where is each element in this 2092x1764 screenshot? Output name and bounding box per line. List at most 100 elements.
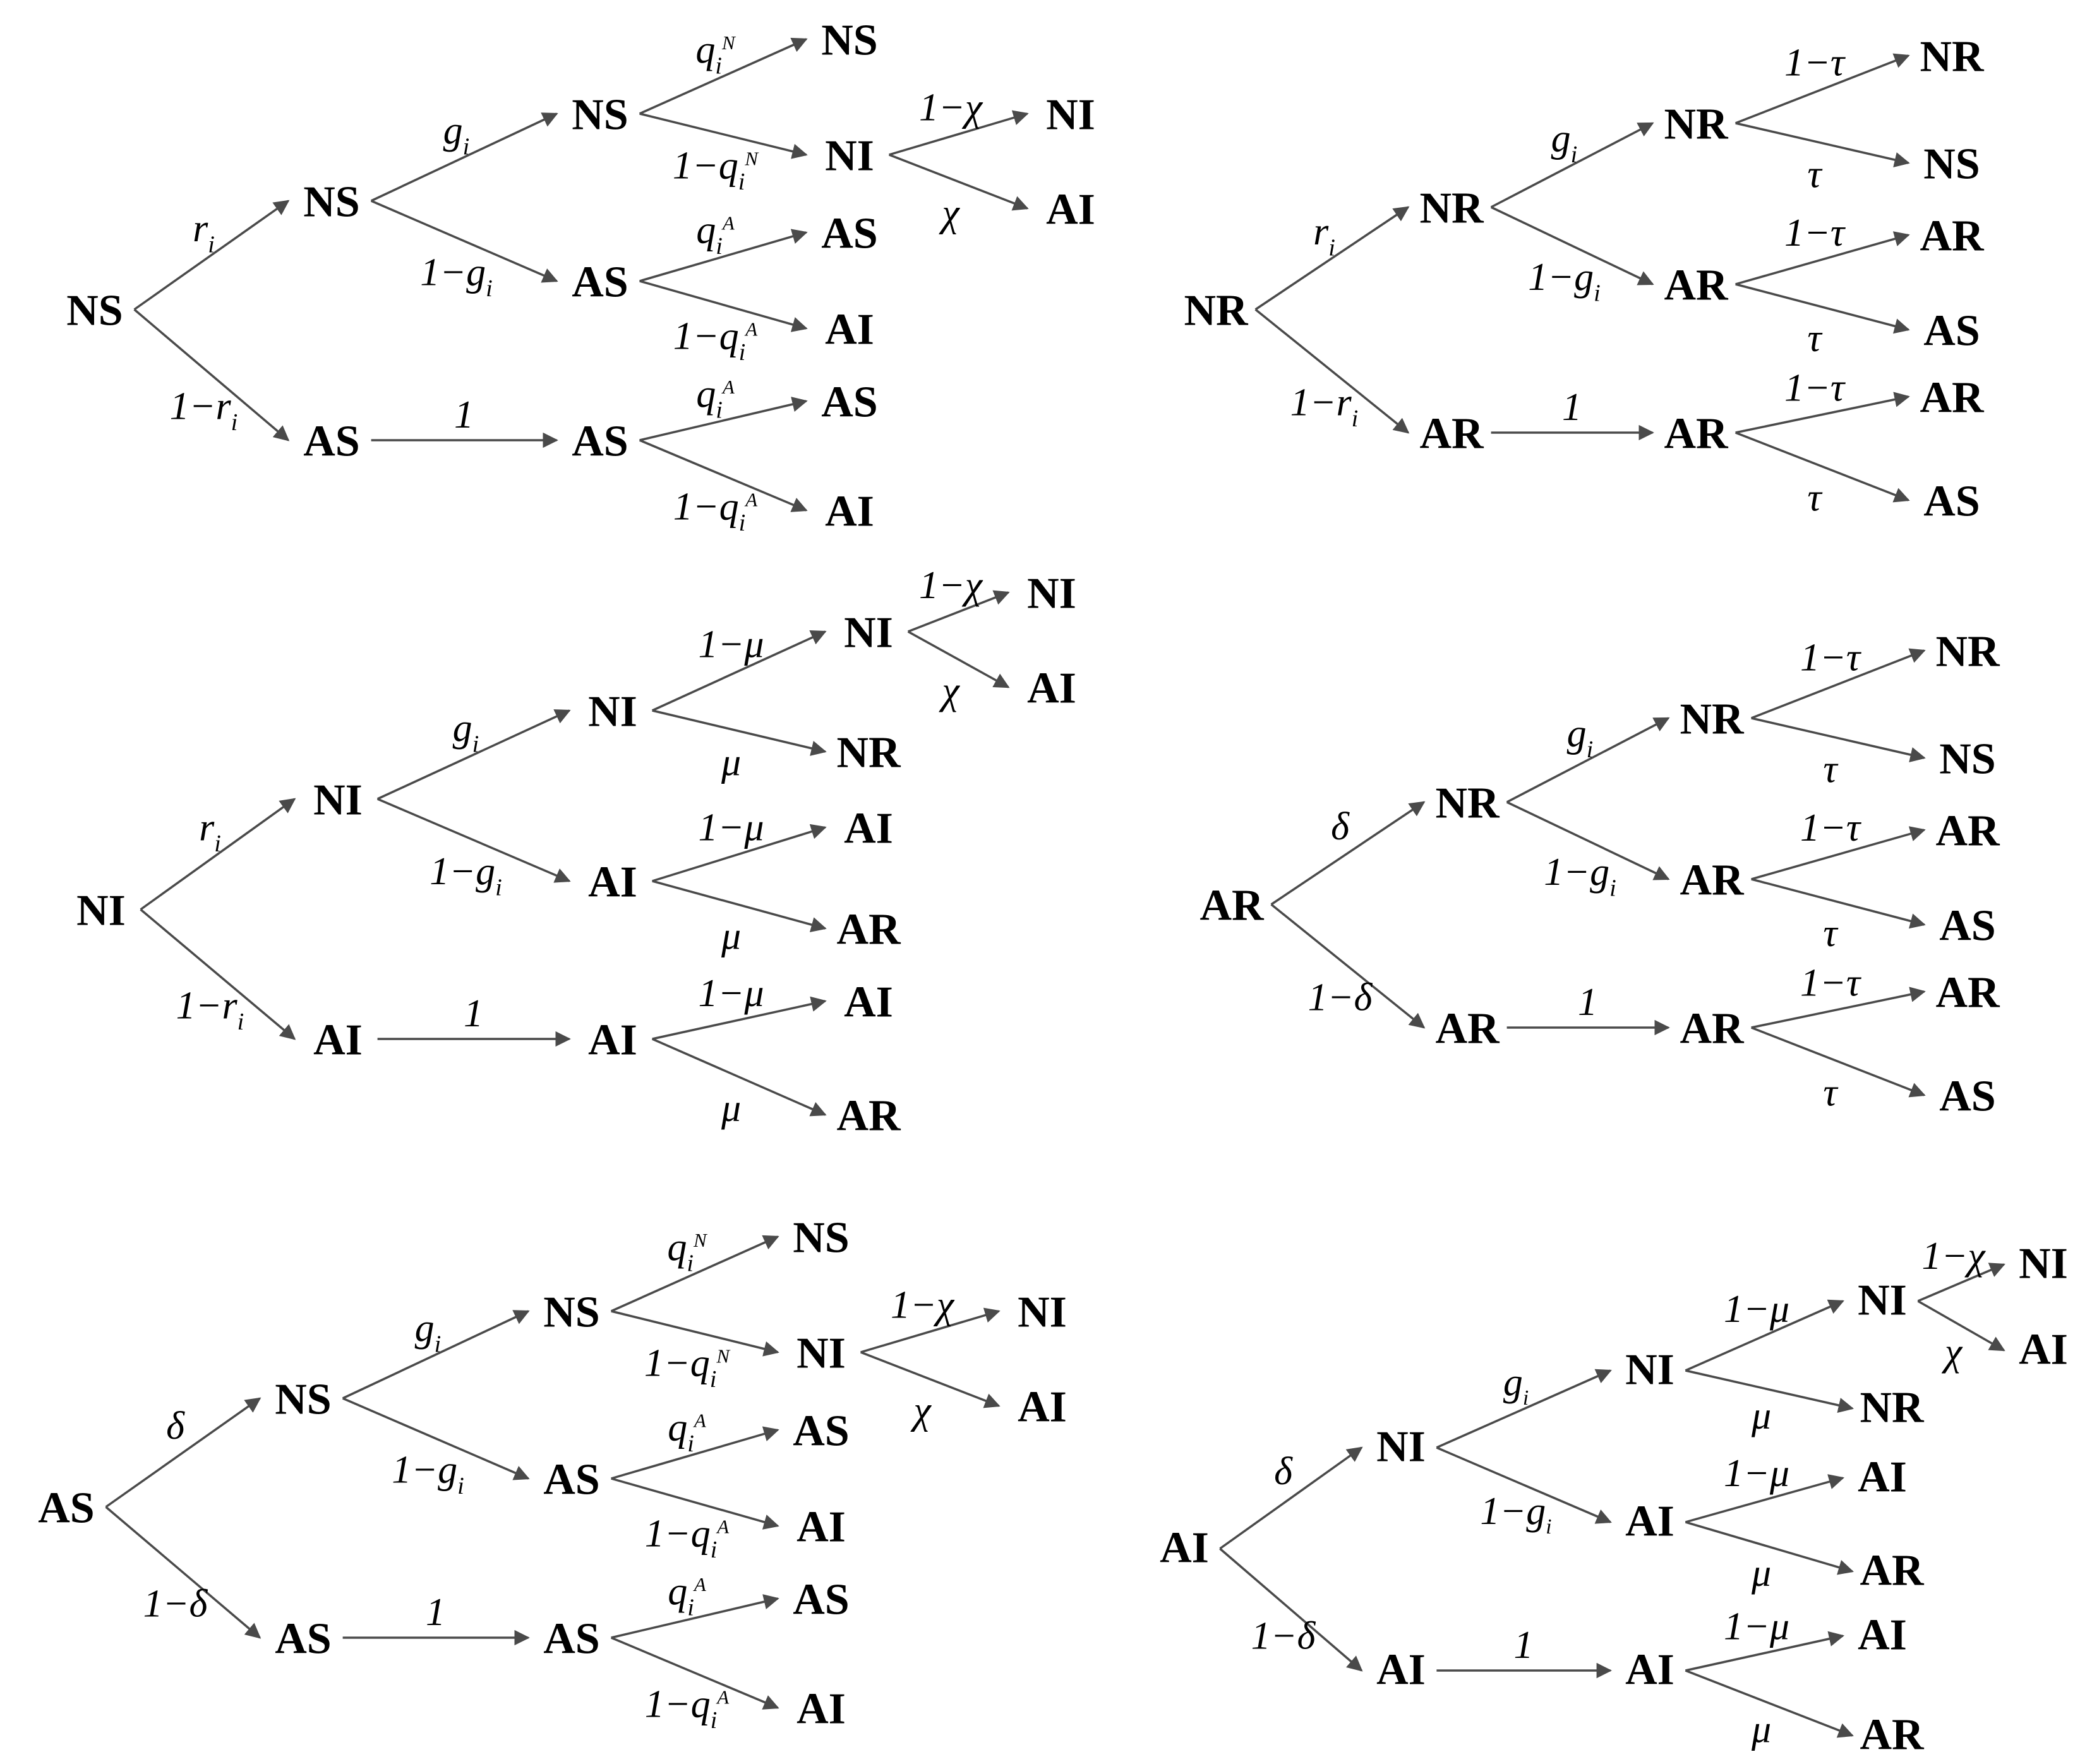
tree-6-node-4: AI <box>1625 1497 1674 1546</box>
tree-6-node-12: NI <box>2019 1240 2068 1288</box>
edges-layer <box>105 37 2005 1738</box>
tree-2-edge-7 <box>1735 231 1910 285</box>
tree-2-node-0: NR <box>1184 287 1249 335</box>
tree-2-edge-6-label: τ <box>1807 153 1823 196</box>
tree-3-edge-4-label: 1 <box>464 992 483 1035</box>
tree-1-node-5: AS <box>572 417 628 466</box>
tree-5-edge-6-label: 1−qiN <box>644 1342 731 1393</box>
tree-5-edge-11-label: 1−χ <box>891 1284 955 1327</box>
tree-6-edge-5-label: 1−μ <box>1724 1288 1789 1331</box>
tree-4-edge-8-label: τ <box>1823 912 1839 955</box>
tree-1-edge-8 <box>639 280 808 332</box>
tree-4-node-0: AR <box>1199 882 1265 930</box>
tree-1-node-9: AI <box>825 306 874 354</box>
tree-3-node-12: NI <box>1027 570 1076 618</box>
tree-3-node-11: AR <box>836 1092 901 1141</box>
tree-1-node-1: NS <box>303 178 359 227</box>
labels-layer: ri1−rigi1−gi1qiN1−qiNqiA1−qiAqiA1−qiA1−χ… <box>143 28 1987 1751</box>
tree-1-node-10: AS <box>821 378 877 427</box>
tree-6-edge-11-label: 1−χ <box>1921 1235 1986 1278</box>
tree-4-node-3: NR <box>1680 695 1745 744</box>
tree-6-node-6: NI <box>1858 1276 1907 1325</box>
tree-2-node-5: AR <box>1664 410 1729 459</box>
tree-2-node-2: AR <box>1419 410 1484 459</box>
tree-2-edge-3 <box>1490 206 1654 285</box>
tree-3-edge-5-label: 1−μ <box>699 623 764 666</box>
tree-4-edge-0-label: δ <box>1331 805 1350 848</box>
tree-3-edge-12-label: χ <box>939 669 960 712</box>
tree-5-edge-0-label: δ <box>166 1405 185 1448</box>
tree-6-edge-8-label: μ <box>1751 1552 1771 1595</box>
tree-1-edge-7-label: qiA <box>696 209 735 260</box>
tree-3-edge-2-label: gi <box>453 707 479 757</box>
tree-2-edge-8-label: τ <box>1807 317 1823 360</box>
tree-5-edge-8-label: 1−qiA <box>645 1513 730 1563</box>
tree-2-edge-5-label: 1−τ <box>1784 42 1846 85</box>
tree-4-node-5: AR <box>1680 1005 1745 1053</box>
tree-4-edge-7 <box>1751 826 1926 880</box>
tree-2-node-10: AR <box>1920 374 1985 423</box>
tree-4-edge-6-label: τ <box>1823 748 1839 791</box>
tree-5-edge-5-label: qiN <box>667 1226 708 1276</box>
tree-5-edge-5 <box>610 1235 779 1312</box>
tree-6-edge-2 <box>1436 1369 1612 1449</box>
tree-1-node-8: AS <box>821 210 877 258</box>
tree-5-edge-2 <box>342 1310 530 1400</box>
tree-6-edge-8 <box>1685 1521 1854 1575</box>
tree-5-edge-4-label: 1 <box>426 1591 445 1634</box>
tree-6-node-2: AI <box>1376 1646 1426 1695</box>
tree-3-edge-11 <box>907 590 1010 633</box>
tree-4-edge-10 <box>1750 1026 1926 1098</box>
tree-4-edge-4-label: 1 <box>1578 981 1597 1024</box>
tree-3-edge-8-label: μ <box>721 915 741 958</box>
tree-4-edge-3-label: 1−gi <box>1544 851 1616 901</box>
tree-5-edge-6 <box>611 1310 779 1357</box>
tree-1-node-12: NI <box>1046 91 1095 140</box>
tree-2-edge-1-label: 1−ri <box>1290 381 1359 432</box>
tree-4-node-8: AR <box>1935 807 2000 856</box>
tree-1-edge-0 <box>133 200 290 311</box>
tree-2-edge-10-label: τ <box>1807 477 1823 520</box>
tree-4-edge-1-label: 1−δ <box>1308 976 1373 1019</box>
tree-6-node-3: NI <box>1625 1346 1674 1395</box>
tree-6-edge-9 <box>1685 1631 1845 1672</box>
tree-3-edge-3 <box>376 798 571 883</box>
tree-1-node-3: NS <box>572 91 628 140</box>
tree-2-node-6: NR <box>1920 33 1985 81</box>
tree-1-edge-12 <box>888 153 1029 211</box>
tree-5-node-8: AS <box>793 1407 849 1456</box>
tree-3-node-4: AI <box>588 858 637 907</box>
tree-4-edge-7-label: 1−τ <box>1800 807 1862 849</box>
tree-6-node-8: AI <box>1858 1453 1907 1502</box>
tree-4-edge-8 <box>1751 878 1926 929</box>
tree-5-edge-1 <box>105 1506 262 1639</box>
tree-4-node-6: NR <box>1935 628 2000 676</box>
tree-5-edge-10-label: 1−qiA <box>645 1683 730 1734</box>
tree-4-edge-10-label: τ <box>1823 1072 1839 1115</box>
tree-1-edge-5 <box>639 37 808 115</box>
tree-6-node-0: AI <box>1160 1524 1209 1573</box>
tree-2-node-8: AR <box>1920 212 1985 261</box>
tree-3-edge-2 <box>376 709 571 800</box>
tree-4-edge-2-label: gi <box>1567 712 1594 763</box>
tree-2-node-9: AS <box>1923 307 1980 356</box>
tree-3-edge-3-label: 1−gi <box>430 850 502 901</box>
tree-3-node-1: NI <box>313 776 363 825</box>
tree-2-edge-3-label: 1−gi <box>1528 256 1601 306</box>
tree-1-edge-11-label: 1−χ <box>919 87 983 129</box>
tree-5-node-6: NS <box>793 1214 849 1263</box>
tree-4-node-9: AS <box>1939 902 1995 951</box>
tree-5-edge-12-label: χ <box>910 1389 932 1432</box>
tree-3-edge-0 <box>140 798 296 911</box>
tree-6-edge-1-label: 1−δ <box>1251 1615 1316 1658</box>
tree-5-node-9: AI <box>797 1503 846 1552</box>
tree-5-node-13: AI <box>1018 1383 1067 1432</box>
tree-6-edge-2-label: gi <box>1503 1361 1529 1410</box>
tree-6-node-9: AR <box>1860 1547 1925 1595</box>
tree-1-edge-8-label: 1−qiA <box>673 315 759 366</box>
tree-5-edge-10 <box>610 1636 779 1710</box>
tree-3-node-8: AI <box>844 805 893 853</box>
tree-2-edge-8 <box>1735 283 1910 334</box>
tree-5-edge-7 <box>611 1426 779 1480</box>
